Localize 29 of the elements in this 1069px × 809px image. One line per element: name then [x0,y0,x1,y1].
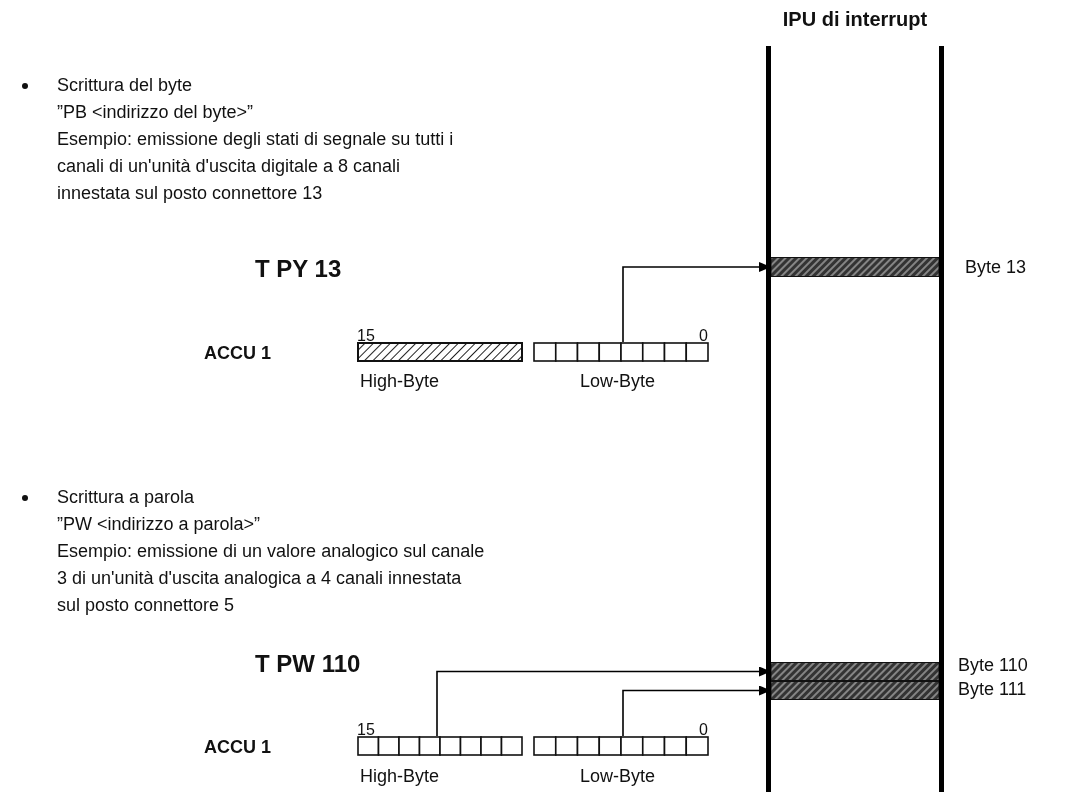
register-byte [357,342,523,362]
memory-byte [771,257,939,277]
byte-label: Byte 110 [958,654,1028,677]
instruction-label: T PW 110 [255,650,361,677]
byte-label: Byte 13 [965,256,1027,279]
register-byte [533,342,709,362]
operand-syntax: ”PB <indirizzo del byte>” [57,101,254,124]
bullet-heading: Scrittura del byte [57,74,193,97]
register-label: ACCU 1 [204,342,271,365]
example-text: Esempio: emissione degli stati di segnale su tutti i canali di un'unità d'uscita digitale a 8 canali innestata sul posto connettore 13 [57,128,455,205]
instruction-label: T PY 13 [255,255,342,282]
byte-label: Low-Byte [580,370,656,393]
example-text: Esempio: emissione di un valore analogico sul canale 3 di un'unità d'uscita analogica a 4 canali innestata sul posto connettore 5 [57,540,486,617]
byte-label: Low-Byte [580,765,656,788]
byte-label: High-Byte [360,370,440,393]
byte-label: Byte 111 [958,678,1027,701]
memory-byte [771,681,939,700]
bit-number: 15 [357,720,375,740]
memory-byte [771,662,939,681]
register-byte [357,736,523,756]
bullet-heading: Scrittura a parola [57,486,195,509]
bit-number: 0 [699,326,708,346]
bit-number: 15 [357,326,375,346]
byte-label: High-Byte [360,765,440,788]
operand-syntax: ”PW <indirizzo a parola>” [57,513,261,536]
column-title: IPU di interrupt [781,7,929,32]
register-byte [533,736,709,756]
bit-number: 0 [699,720,708,740]
register-label: ACCU 1 [204,736,271,759]
